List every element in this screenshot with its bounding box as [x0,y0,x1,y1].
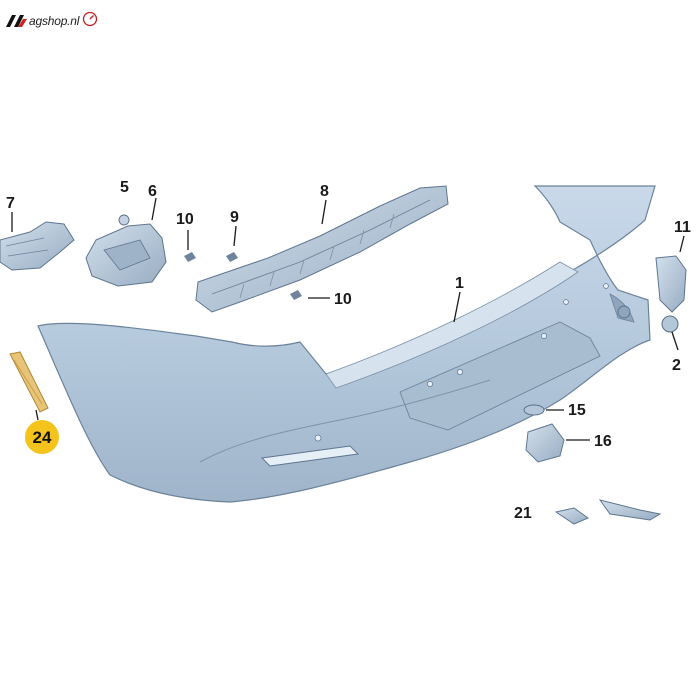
callout-6: 6 [148,183,157,200]
part-21-lower-bracket [554,499,662,525]
callout-2: 2 [672,357,681,374]
part-11-right-bracket [655,255,687,313]
vagshop-logo[interactable]: agshop.nl [6,8,98,34]
vagshop-logo-icon [6,13,28,29]
callout-24-highlight[interactable]: 24 [25,420,59,454]
part-7-left-guide-bracket [0,221,75,271]
callout-24: 24 [33,428,52,447]
part-15-clip [523,404,545,416]
callout-1: 1 [455,275,464,292]
screw-fastener-icon [184,252,302,300]
callout-11: 11 [674,219,691,236]
callout-15: 15 [568,402,586,419]
callout-10-top: 10 [176,211,194,228]
leader-lines [11,197,685,441]
part-6-support-bracket [85,214,167,287]
rear-bumper-cover [37,185,656,503]
part-24-side-guide-strip [9,351,49,413]
callout-5: 5 [120,179,129,196]
callout-16: 16 [594,433,612,450]
callout-21: 21 [514,505,532,522]
part-2-tow-eye-cover [661,315,679,333]
callout-9: 9 [230,209,239,226]
callout-8: 8 [320,183,329,200]
speedometer-icon [82,11,98,32]
logo-wordmark: agshop.nl [29,14,80,28]
callout-10-mid: 10 [334,291,352,308]
callout-7: 7 [6,195,15,212]
part-16-sensor-holder [525,423,565,463]
part-8-bumper-carrier-rail [195,185,449,313]
